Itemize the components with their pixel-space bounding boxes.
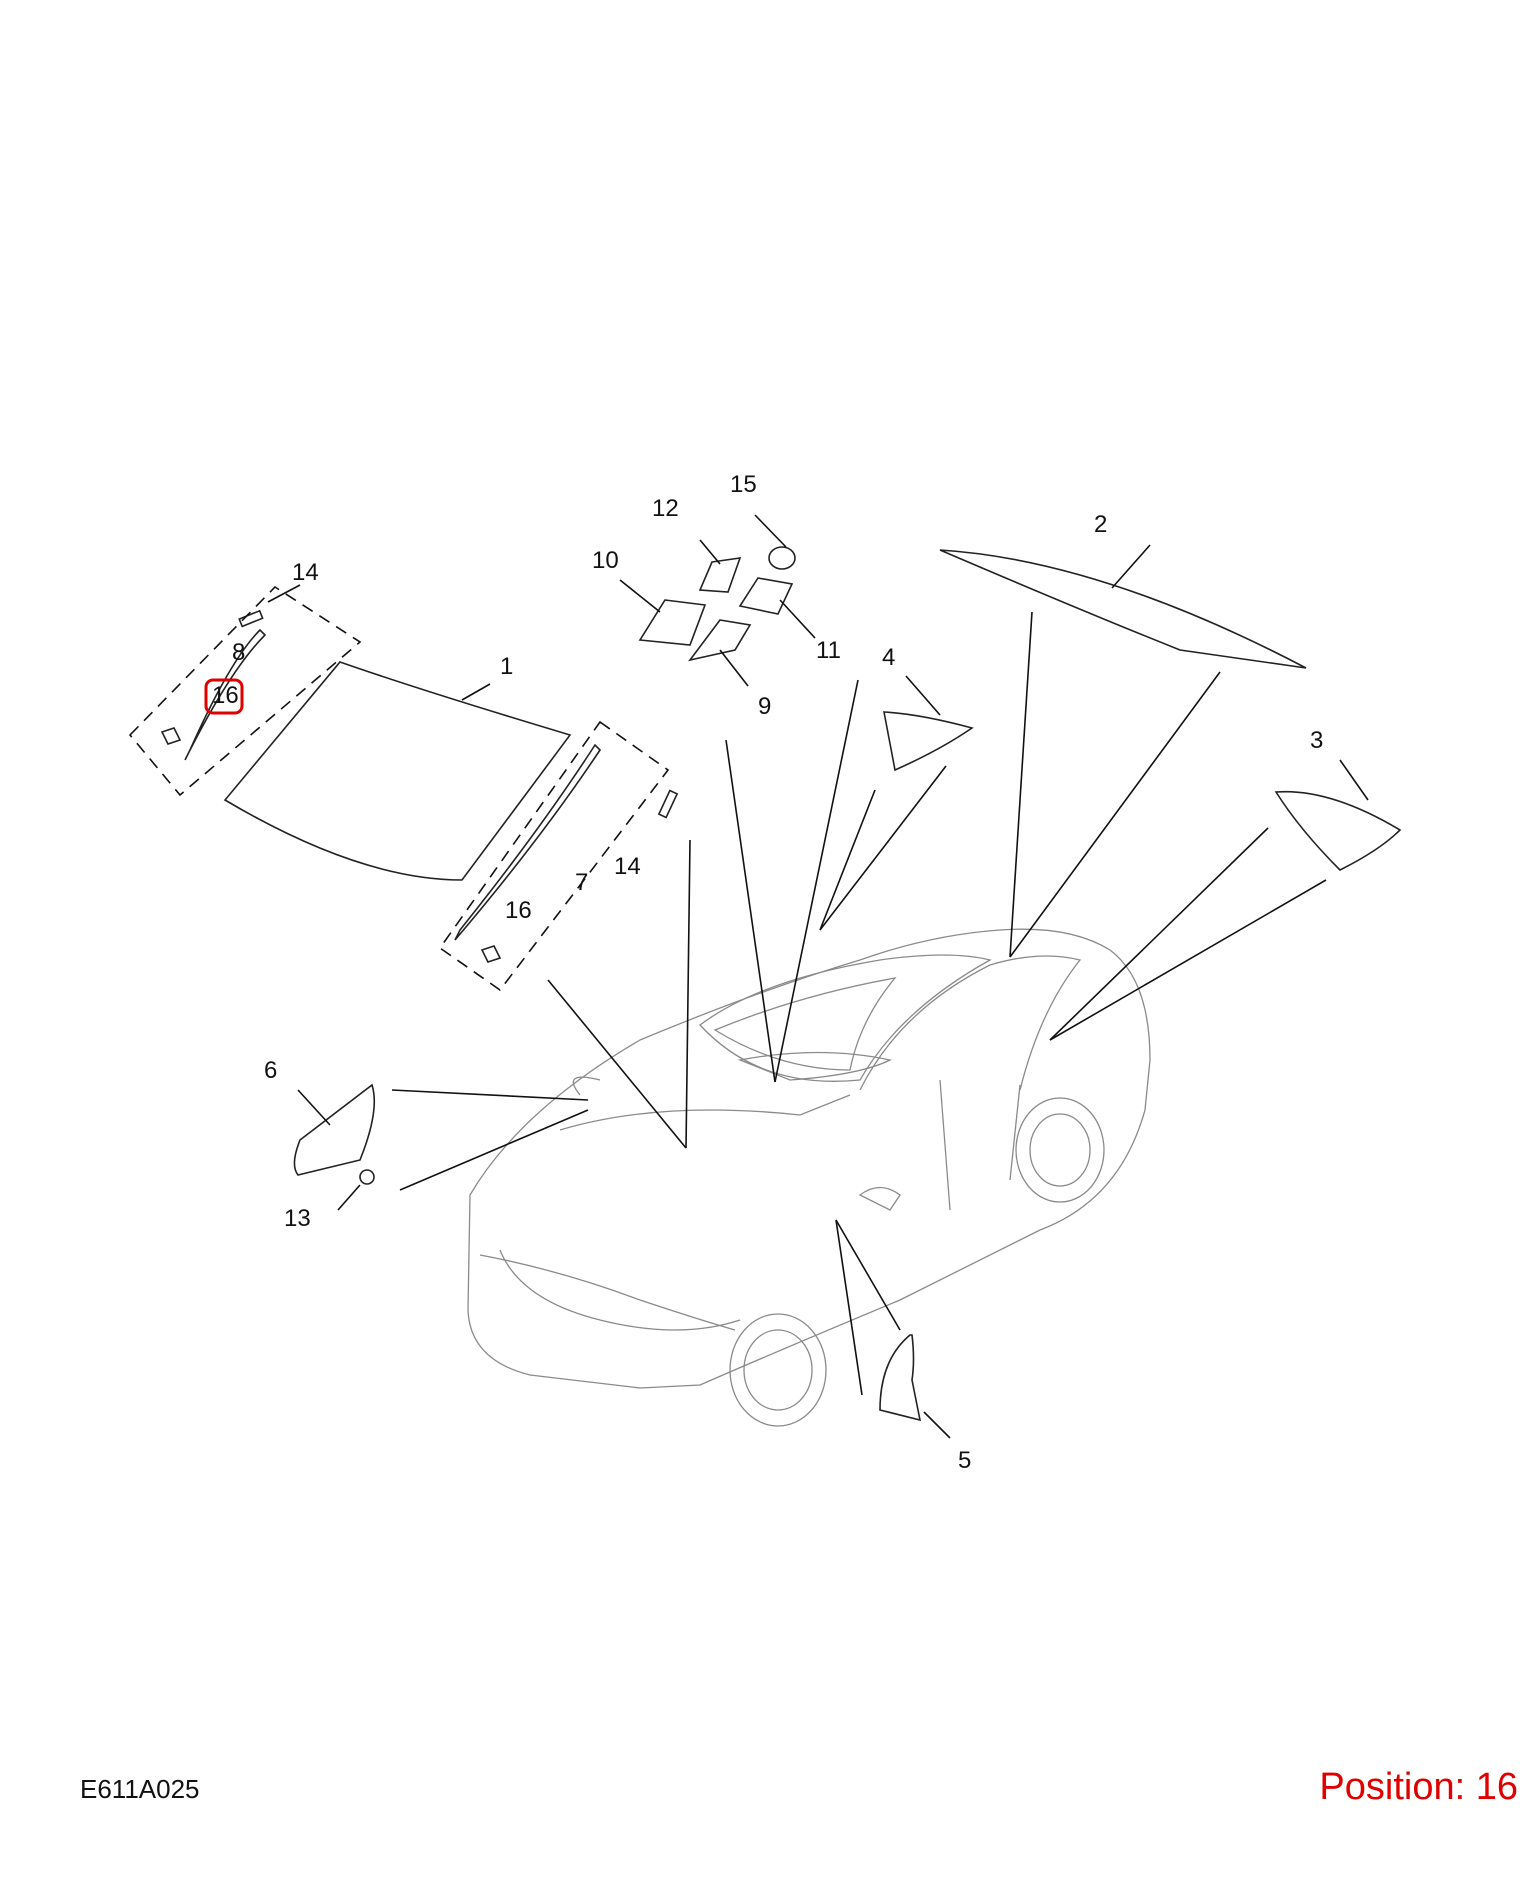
group-box-left [128, 585, 362, 797]
diagram-code: E611A025 [80, 1774, 200, 1804]
callout-9[interactable]: 9 [758, 693, 771, 720]
windscreen-part [223, 661, 572, 881]
clip-16-right-part [480, 945, 502, 963]
nut-part [359, 1169, 375, 1185]
callout-1[interactable]: 1 [500, 653, 513, 680]
door-quarter-glass-part [883, 711, 974, 772]
callout-11[interactable]: 11 [816, 637, 841, 664]
group-box-right [438, 720, 670, 992]
callout-14-right[interactable]: 14 [614, 853, 641, 880]
callout-15[interactable]: 15 [730, 471, 757, 498]
rear-quarter-glass-part [1274, 790, 1402, 871]
callout-7[interactable]: 7 [575, 869, 588, 896]
mirror-patch-part [879, 1334, 922, 1422]
callout-16-highlight-box [204, 678, 244, 715]
callout-10[interactable]: 10 [592, 547, 619, 574]
callout-12[interactable]: 12 [652, 495, 679, 522]
callout-16-right[interactable]: 16 [505, 897, 532, 924]
mount-parts [638, 546, 796, 662]
clip-14-right-part [657, 789, 679, 819]
clip-14-left-part [238, 609, 264, 628]
leader-lines [391, 611, 1327, 1396]
car-outline [467, 928, 1151, 1427]
callout-8[interactable]: 8 [232, 639, 245, 666]
mirror-bracket-part [293, 1083, 376, 1176]
clip-16-left-part [160, 727, 182, 745]
moulding-left-part [184, 628, 267, 761]
callout-14-left[interactable]: 14 [292, 559, 319, 586]
callout-4[interactable]: 4 [882, 644, 895, 671]
callout-5[interactable]: 5 [958, 1447, 971, 1474]
callout-13[interactable]: 13 [284, 1205, 311, 1232]
position-label: Position: 16 [1319, 1766, 1518, 1808]
callout-3[interactable]: 3 [1310, 727, 1323, 754]
moulding-right-part [454, 743, 602, 941]
callout-16-highlighted[interactable]: 16 [212, 682, 239, 709]
callout-2[interactable]: 2 [1094, 511, 1107, 538]
backlight-glass-part [939, 549, 1307, 669]
callout-6[interactable]: 6 [264, 1057, 277, 1084]
